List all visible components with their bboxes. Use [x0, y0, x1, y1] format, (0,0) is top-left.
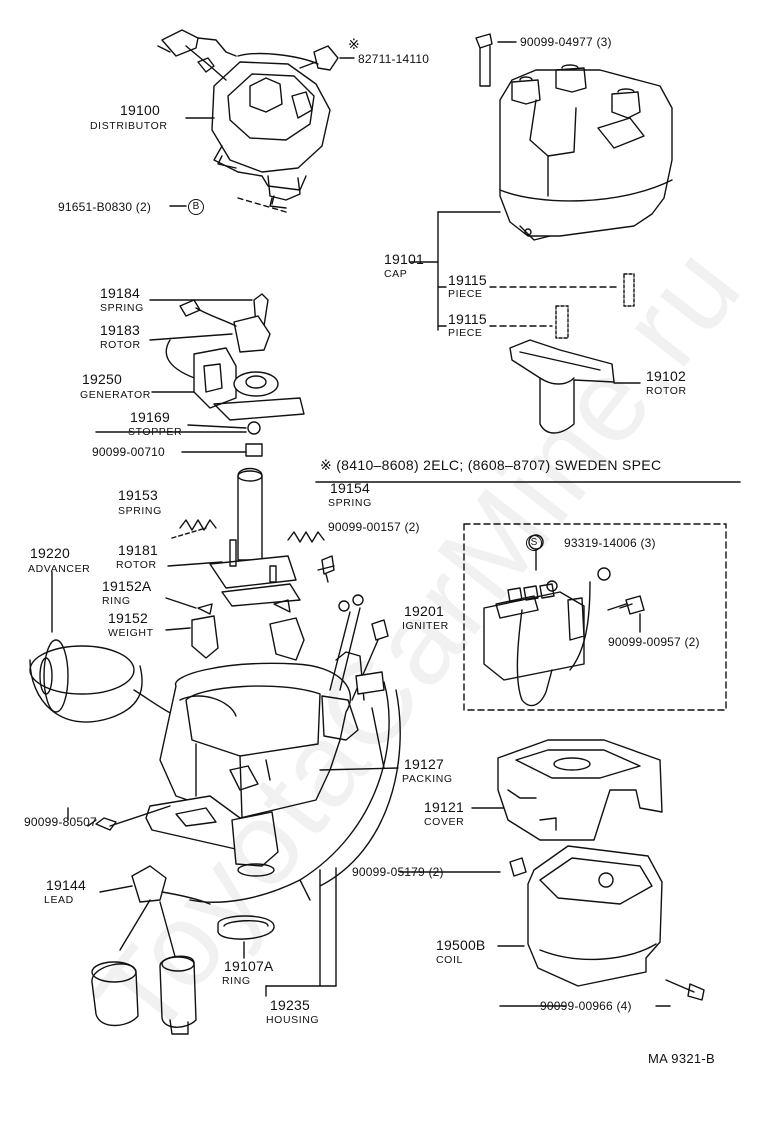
part-name-cap: CAP — [384, 268, 408, 280]
part-number-19183: 19183 — [100, 322, 140, 338]
advancer-drawing — [29, 571, 177, 723]
fastener-90099-04977: 90099-04977 (3) — [520, 35, 612, 49]
part-number-19169: 19169 — [130, 409, 170, 425]
part-name-spring-19184: SPRING — [100, 302, 144, 314]
rotor-19102-drawing — [509, 339, 641, 434]
part-name-stopper: STOPPER — [128, 426, 183, 438]
part-number-19153: 19153 — [118, 487, 158, 503]
fastener-90099-00966: 90099-00966 (4) — [540, 999, 632, 1013]
governor-shaft-drawing — [165, 467, 335, 661]
part-name-piece-upper: PIECE — [448, 288, 483, 300]
fastener-90099-05179: 90099-05179 (2) — [352, 865, 444, 879]
part-name-housing: HOUSING — [266, 1014, 320, 1026]
part-number-19500b: 19500B — [436, 937, 486, 953]
part-number-19100: 19100 — [120, 102, 160, 118]
part-number-19127: 19127 — [404, 756, 444, 772]
bolt-drawings — [87, 565, 671, 1007]
part-name-ring-19107a: RING — [222, 975, 251, 987]
part-name-coil: COIL — [436, 954, 463, 966]
part-number-19184: 19184 — [100, 285, 140, 301]
cover-drawing — [497, 739, 663, 841]
note-mark: ※ — [348, 36, 360, 52]
part-name-advancer: ADVANCER — [28, 563, 91, 575]
fastener-90099-00957: 90099-00957 (2) — [608, 635, 700, 649]
part-name-weight: WEIGHT — [108, 627, 154, 639]
distributor-assembly-drawing — [157, 29, 339, 213]
fastener-82711-14110: 82711-14110 — [358, 52, 430, 66]
part-number-19250: 19250 — [82, 371, 122, 387]
part-number-19115-upper: 19115 — [448, 272, 487, 288]
spec-banner: ※ (8410–8608) 2ELC; (8608–8707) SWEDEN S… — [320, 457, 662, 473]
housing-drawing — [67, 651, 365, 877]
coil-drawing — [509, 845, 705, 1001]
part-name-packing: PACKING — [402, 773, 453, 785]
part-name-distributor: DISTRIBUTOR — [90, 120, 168, 132]
part-name-ring-19152a: RING — [102, 595, 131, 607]
part-name-lead: LEAD — [44, 894, 74, 906]
part-number-19102: 19102 — [646, 368, 686, 384]
part-number-19152: 19152 — [108, 610, 148, 626]
part-number-19154: 19154 — [330, 480, 370, 496]
lead-drawing — [91, 865, 211, 1035]
circle-marker-b: B — [188, 199, 204, 215]
part-name-spring-19154: SPRING — [328, 497, 372, 509]
igniter-box-drawing — [463, 523, 727, 711]
part-number-19107a: 19107A — [224, 958, 274, 974]
part-number-19101: 19101 — [384, 251, 424, 267]
part-name-rotor-19181: ROTOR — [116, 559, 157, 571]
part-number-19152a: 19152A — [102, 578, 152, 594]
drawing-reference: MA 9321-B — [648, 1051, 716, 1066]
circle-marker-s: S — [526, 535, 542, 551]
harness-wires-drawing — [189, 594, 401, 903]
distributor-cap-drawing — [475, 33, 673, 241]
generator-group-drawing — [149, 293, 305, 457]
fastener-90099-00157: 90099-00157 (2) — [328, 520, 420, 534]
part-number-19144: 19144 — [46, 877, 86, 893]
ring-19107a-drawing — [217, 915, 275, 959]
fastener-90099-00710: 90099-00710 — [92, 445, 165, 459]
fastener-93319-14006: 93319-14006 (3) — [564, 536, 656, 550]
piece-drawings — [489, 273, 635, 339]
part-number-19201: 19201 — [404, 603, 444, 619]
part-name-igniter: IGNITER — [402, 620, 449, 632]
part-name-generator: GENERATOR — [80, 389, 151, 401]
part-name-rotor-19183: ROTOR — [100, 339, 141, 351]
fastener-91651-b0830: 91651-B0830 (2) — [58, 200, 152, 214]
part-name-rotor-19102: ROTOR — [646, 385, 687, 397]
part-number-19220: 19220 — [30, 545, 70, 561]
part-name-piece-lower: PIECE — [448, 327, 483, 339]
leader-lines — [95, 41, 567, 1007]
part-name-spring-19153: SPRING — [118, 505, 162, 517]
fastener-90099-80507: 90099-80507 — [24, 815, 97, 829]
part-number-19121: 19121 — [424, 799, 464, 815]
part-number-19235: 19235 — [270, 997, 310, 1013]
part-number-19181: 19181 — [118, 542, 158, 558]
part-name-cover: COVER — [424, 816, 465, 828]
part-number-19115-lower: 19115 — [448, 311, 487, 327]
